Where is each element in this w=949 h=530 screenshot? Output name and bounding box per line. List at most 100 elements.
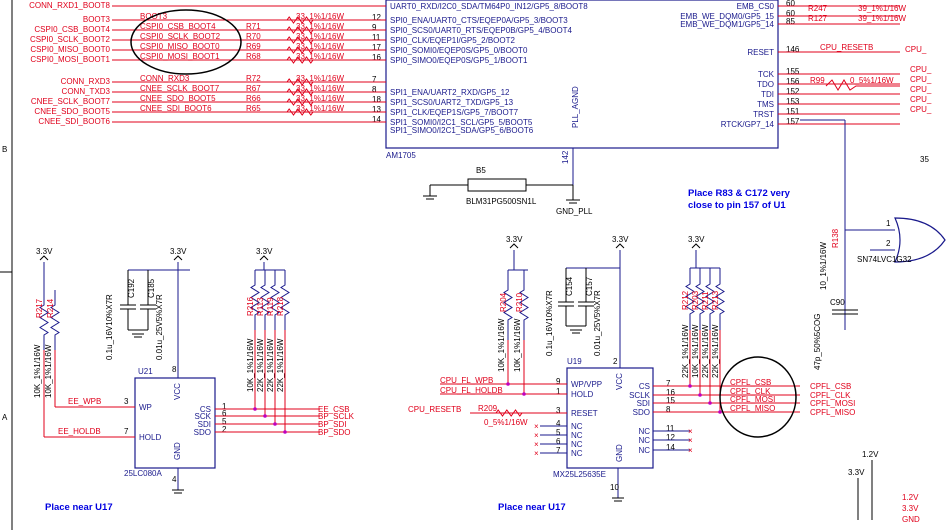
u21-wp-num: 3 bbox=[124, 397, 129, 406]
u19-lpin-num: 9 bbox=[556, 377, 561, 386]
u21-supply-1: 3.3V bbox=[36, 247, 53, 256]
u19-pullup-ref: R212 bbox=[681, 290, 690, 310]
u1-right-pin-name: EMB_WE_DQM0/GP5_15 bbox=[680, 12, 774, 21]
place-note-2: close to pin 157 of U1 bbox=[688, 200, 786, 211]
u21-supply-2-arrow bbox=[173, 255, 183, 261]
u19-supply-3: 3.3V bbox=[688, 235, 705, 244]
u19-lpin-num: 3 bbox=[556, 406, 561, 415]
u1-pin-name: SPI0_SCS0/UART0_RTS/EQEP0B/GP5_4/BOOT4 bbox=[390, 26, 573, 35]
u21-pullup bbox=[260, 270, 270, 330]
u1-right-pin-name: TRST bbox=[753, 110, 774, 119]
u19-lpin-net: CPU_RESETB bbox=[408, 405, 461, 414]
b5-ref: B5 bbox=[476, 166, 486, 175]
u1-pll-num: 142 bbox=[561, 150, 570, 164]
u1-right-pin-name: TDO bbox=[757, 80, 774, 89]
r247-val: 39_1%1/16W bbox=[858, 4, 906, 13]
u21-junction bbox=[273, 422, 277, 426]
u1-left-res-val: 33_1%1/16W bbox=[296, 94, 344, 103]
u19-vcc: VCC bbox=[615, 373, 624, 390]
u19-rpin-name: SDO bbox=[633, 408, 650, 417]
u19-pullup-val: 22K_1%1/16W bbox=[711, 324, 720, 378]
u1-left-res-val: 33_1%1/16W bbox=[296, 104, 344, 113]
u1-right-pin-num: 156 bbox=[786, 77, 800, 86]
u1-pin-name: SPI1_SOMI0/I2C1_SCL/GP5_5/BOOT5 bbox=[390, 118, 533, 127]
u21-res-l1 bbox=[39, 290, 49, 350]
u1-left-resistor bbox=[260, 16, 340, 24]
u19-cap1-ref: C154 bbox=[565, 276, 574, 296]
u19-lpin-net: CPU_FL_WPB bbox=[440, 376, 493, 385]
u19-res-l2-val: 10K_1%1/16W bbox=[513, 318, 522, 372]
u21-hold-name: HOLD bbox=[139, 433, 161, 442]
u1-left-res-val: 33_1%1/16W bbox=[296, 22, 344, 31]
u19-junction bbox=[522, 392, 526, 396]
u1-left-net: CNEE_SDO_BOOT5 bbox=[34, 107, 110, 116]
u19-lpin-name: WP/VPP bbox=[571, 380, 602, 389]
u21-rpin-net: BP_SDO bbox=[318, 428, 350, 437]
u1-left-pins: UART0_RXD/I2C0_SDA/TM64P0_IN12/GP5_8/BOO… bbox=[29, 1, 588, 135]
u21-body bbox=[134, 377, 216, 469]
u1-left-net: CONN_TXD3 bbox=[62, 87, 111, 96]
u19-body bbox=[566, 367, 654, 469]
u19-rpin-name: SCLK bbox=[629, 391, 651, 400]
u1-pin-num: 11 bbox=[372, 33, 381, 42]
u21-cap1-ref: C192 bbox=[127, 278, 136, 298]
u21-gnd-num: 4 bbox=[172, 475, 177, 484]
u21-rpin-name: CS bbox=[200, 405, 211, 414]
r127-ref: R127 bbox=[808, 14, 828, 23]
u1-pin-name: SPI0_SIMO0/EQEP0S/GP5_1/BOOT1 bbox=[390, 56, 528, 65]
u1-right-pin-name: TMS bbox=[757, 100, 774, 109]
u19-pullup-ref: R211 bbox=[701, 291, 710, 310]
u19-rpin-name: SDI bbox=[637, 399, 650, 408]
u1-left-net: CSPI0_CSB_BOOT4 bbox=[34, 25, 110, 34]
u21-rpin-net: EE_CSB bbox=[318, 405, 350, 414]
u1-right-pin-num: 146 bbox=[786, 45, 800, 54]
u19-supply-3-arrow bbox=[691, 243, 701, 249]
u1-left-res-val: 33_1%1/16W bbox=[296, 42, 344, 51]
u1-left-resistor bbox=[260, 56, 340, 64]
u1-left-res-ref: R65 bbox=[246, 104, 261, 113]
u19-res-l1 bbox=[503, 270, 513, 340]
u1-pin-name: SPI1_SIMO0/I2C1_SDA/GP5_6/BOOT6 bbox=[390, 126, 534, 135]
u21-res-l1-val: 10K_1%1/16W bbox=[33, 344, 42, 398]
gate-pin2: 2 bbox=[886, 239, 891, 248]
u1-left-res-val: 33_1%1/16W bbox=[296, 74, 344, 83]
u21-wp-net: EE_WPB bbox=[68, 397, 101, 406]
u19-rpin-num: 8 bbox=[666, 405, 671, 414]
u19-rpin-name: NC bbox=[638, 427, 650, 436]
u1-left-res-inner: CONN_RXD3 bbox=[140, 74, 190, 83]
u19-ref: U19 bbox=[567, 357, 582, 366]
u19-part: MX25L25635E bbox=[553, 470, 606, 479]
u19-pullup-ref: R213 bbox=[711, 290, 720, 310]
u21-supply-2: 3.3V bbox=[170, 247, 187, 256]
u21-pullup-val: 22K_1%1/16W bbox=[266, 338, 275, 392]
u19-rpin-num: 12 bbox=[666, 433, 675, 442]
u1-left-res-ref: R70 bbox=[246, 32, 261, 41]
gate-pin1: 1 bbox=[886, 219, 891, 228]
u1-left-resistor bbox=[260, 78, 340, 86]
cpu-out-2: CPU_ bbox=[910, 65, 932, 74]
u19-junction bbox=[708, 401, 712, 405]
ruler-a: A bbox=[2, 413, 8, 422]
u1-right-pin-num: 151 bbox=[786, 107, 800, 116]
u21-hold-num: 7 bbox=[124, 427, 129, 436]
gate-cap-ref: C90 bbox=[830, 298, 845, 307]
pwr-3v3: 3.3V bbox=[848, 468, 865, 477]
u1-pin-num: 9 bbox=[372, 23, 377, 32]
gate-cap-val: 47p_50%5COG bbox=[813, 314, 822, 370]
u21-ref: U21 bbox=[138, 367, 153, 376]
u1-left-resistor bbox=[260, 36, 340, 44]
u1-pin-num: 18 bbox=[372, 95, 381, 104]
u19-pullup bbox=[715, 268, 725, 330]
u1-left-resistor bbox=[260, 46, 340, 54]
u1-left-net: BOOT3 bbox=[83, 15, 111, 24]
r247-ref: R247 bbox=[808, 4, 828, 13]
u19-group: U19 MX25L25635E VCC GND bbox=[553, 357, 654, 479]
u1-left-net: CONN_RXD3 bbox=[61, 77, 111, 86]
u19-rpin-num: 11 bbox=[666, 424, 675, 433]
u1-right-pin-name: TDI bbox=[761, 90, 774, 99]
u19-rpin-num: 7 bbox=[666, 379, 671, 388]
u19-pullup-val: 22K_1%1/16W bbox=[681, 324, 690, 378]
u21-pullup bbox=[280, 270, 290, 330]
